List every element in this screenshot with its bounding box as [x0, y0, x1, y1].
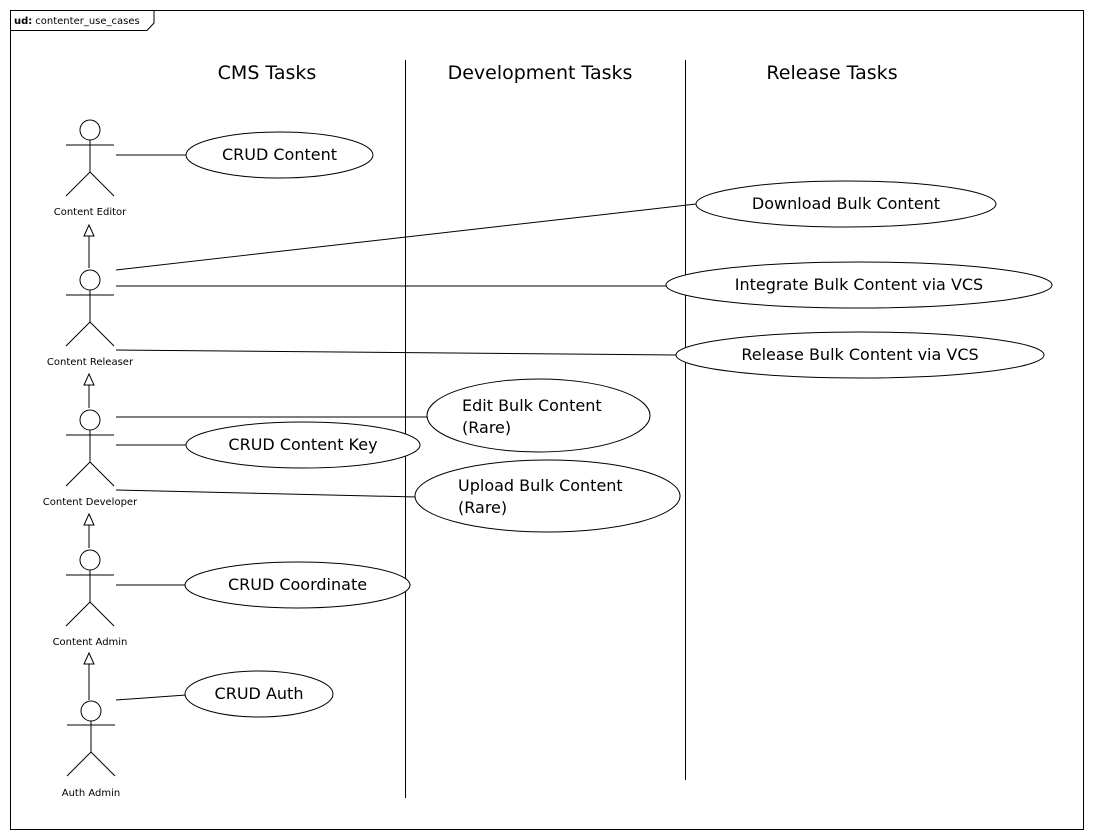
use-case-ellipse: [184, 561, 411, 609]
use-case-crud-content-key[interactable]: CRUD Content Key: [185, 421, 421, 469]
use-case-label: Release Bulk Content via VCS: [741, 345, 978, 364]
actor-auth-admin: Auth Admin: [62, 700, 121, 799]
gen-arrowhead: [83, 372, 95, 386]
actor-content-releaser: Content Releaser: [47, 269, 134, 368]
actor-leg-right: [90, 751, 116, 777]
use-case-label: CRUD Coordinate: [228, 575, 367, 594]
frame-tab: [10, 10, 155, 31]
actor-leg-left: [65, 461, 91, 487]
use-case-ellipse: [426, 378, 651, 453]
actor-head: [79, 409, 101, 431]
lane-title-development: Development Tasks: [448, 62, 633, 84]
use-case-ellipse: [675, 331, 1045, 379]
generalizations: [83, 223, 95, 700]
actor-leg-right: [89, 461, 115, 487]
actor-label-content-admin: Content Admin: [53, 637, 128, 648]
actor-head: [80, 700, 102, 722]
use-case-integrate-bulk-content[interactable]: Integrate Bulk Content via VCS: [665, 261, 1053, 309]
lane-title-release: Release Tasks: [766, 62, 897, 84]
actor-leg-right: [89, 601, 115, 627]
use-case-ellipse: [185, 421, 421, 469]
assoc-releaser-release: [115, 349, 677, 356]
assoc-developer-upload: [115, 489, 417, 498]
use-case-download-bulk-content[interactable]: Download Bulk Content: [695, 180, 997, 228]
use-case-label-line-1: Upload Bulk Content: [458, 476, 623, 495]
actor-content-developer: Content Developer: [43, 409, 138, 508]
actor-label-content-developer: Content Developer: [43, 497, 138, 508]
use-case-release-bulk-content[interactable]: Release Bulk Content via VCS: [675, 331, 1045, 379]
use-case-label-line-2: (Rare): [458, 498, 507, 517]
use-case-label: CRUD Content Key: [228, 435, 377, 454]
assoc-releaser-download: [115, 203, 697, 271]
actor-leg-right: [89, 321, 115, 347]
use-case-label: Download Bulk Content: [752, 194, 940, 213]
use-case-crud-content[interactable]: CRUD Content: [185, 131, 374, 179]
use-case-label-line-2: (Rare): [462, 418, 511, 437]
assoc-auth-crud-auth: [115, 694, 187, 701]
actor-leg-left: [65, 171, 91, 197]
actor-head: [79, 119, 101, 141]
diagram-frame: [10, 10, 1084, 830]
use-case-ellipse: [184, 670, 334, 718]
use-case-label-line-1: Edit Bulk Content: [462, 396, 602, 415]
use-case-ellipse: [695, 180, 997, 228]
actor-content-admin: Content Admin: [53, 549, 128, 648]
use-case-ellipse: [185, 131, 374, 179]
actor-leg-left: [66, 751, 92, 777]
use-case-upload-bulk-content[interactable]: Upload Bulk Content (Rare): [414, 459, 681, 533]
use-case-crud-auth[interactable]: CRUD Auth: [184, 670, 334, 718]
use-case-crud-coordinate[interactable]: CRUD Coordinate: [184, 561, 411, 609]
use-case-edit-bulk-content[interactable]: Edit Bulk Content (Rare): [426, 378, 651, 453]
use-case-label: CRUD Content: [222, 145, 337, 164]
actor-leg-right: [89, 171, 115, 197]
gen-arrowhead: [83, 223, 95, 237]
actor-leg-left: [65, 321, 91, 347]
lane-title-cms: CMS Tasks: [218, 62, 317, 84]
actor-head: [79, 269, 101, 291]
use-case-ellipse: [414, 459, 681, 533]
actor-head: [79, 549, 101, 571]
use-case-ellipse: [665, 261, 1053, 309]
actor-content-editor: Content Editor: [54, 119, 127, 218]
gen-arrowhead: [83, 512, 95, 526]
actor-label-content-releaser: Content Releaser: [47, 357, 134, 368]
use-case-label: CRUD Auth: [215, 684, 304, 703]
actor-label-content-editor: Content Editor: [54, 207, 127, 218]
actor-label-auth-admin: Auth Admin: [62, 788, 121, 799]
frame-label: ud:contenter_use_cases: [14, 16, 140, 27]
actor-leg-left: [65, 601, 91, 627]
use-case-label: Integrate Bulk Content via VCS: [735, 275, 983, 294]
gen-arrowhead: [83, 651, 95, 665]
associations: [115, 154, 697, 701]
